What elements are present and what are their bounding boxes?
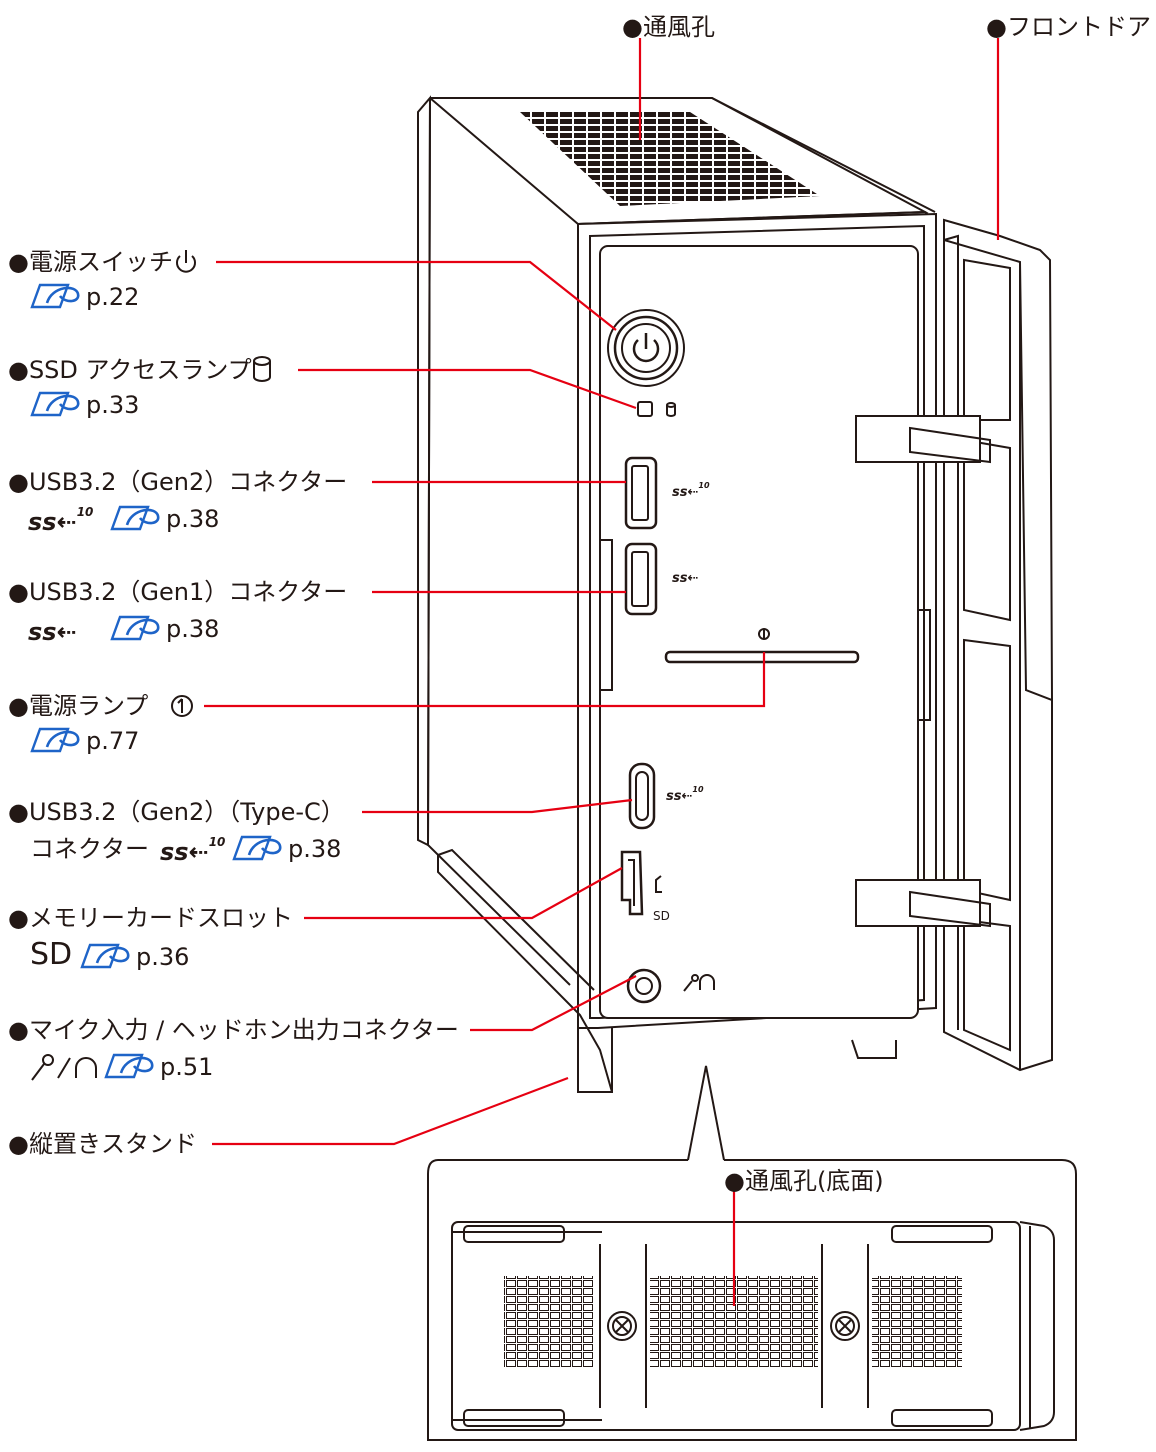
usb-typec-connector-label: コネクター xyxy=(30,835,150,863)
usb-gen1-label: ●USB3.2（Gen1）コネクター xyxy=(8,578,348,606)
top-vent xyxy=(520,112,820,206)
drive-icon xyxy=(253,356,271,382)
usb-superspeed-icon: ss⇠ xyxy=(28,618,77,646)
ssd-lamp-ref: p.33 xyxy=(86,391,140,419)
microphone-icon xyxy=(31,1054,54,1081)
usb-typec-ref: p.38 xyxy=(288,835,342,863)
power-lamp-label: ●電源ランプ xyxy=(8,692,149,720)
reference-hand-icon xyxy=(110,615,160,641)
usb-gen2-label: ●USB3.2（Gen2）コネクター xyxy=(8,468,348,496)
reference-hand-icon xyxy=(30,391,80,417)
card-slot-label: ●メモリーカードスロット xyxy=(8,904,293,932)
power-lamp-icon xyxy=(171,695,193,717)
card-slot-sd-label: SD xyxy=(30,937,73,972)
usb-superspeed-icon: ss⇠ xyxy=(672,571,698,586)
usb-gen2-ref: p.38 xyxy=(166,505,220,533)
front-door-label: ●フロントドア xyxy=(986,13,1151,41)
usb-superspeed-10-icon: ss⇠10 xyxy=(160,835,225,866)
headphone-icon xyxy=(699,974,715,990)
power-switch-ref: p.22 xyxy=(86,283,140,311)
reference-hand-icon xyxy=(110,505,160,531)
reference-hand-icon xyxy=(232,835,282,861)
reference-hand-icon xyxy=(30,283,80,309)
power-lamp-ref: p.77 xyxy=(86,727,140,755)
power-switch-label: ●電源スイッチ xyxy=(8,248,173,276)
usb-typec-label: ●USB3.2（Gen2）（Type-C） xyxy=(8,798,345,826)
headphone-icon xyxy=(57,1057,97,1079)
power-lamp-icon xyxy=(758,628,770,640)
usb-gen1-ref: p.38 xyxy=(166,615,220,643)
reference-hand-icon xyxy=(30,727,80,753)
pc-tower xyxy=(417,95,1054,1093)
leader-lines xyxy=(204,38,1000,1306)
mic-headphone-ref: p.51 xyxy=(160,1053,214,1081)
vent-bottom-label: ●通風孔(底面) xyxy=(724,1167,884,1195)
ssd-lamp-label: ●SSD アクセスランプ xyxy=(8,356,252,384)
microphone-icon xyxy=(683,974,699,992)
screw-icon xyxy=(830,1311,860,1341)
screw-icon xyxy=(607,1311,637,1341)
bottom-view xyxy=(427,1065,1077,1441)
vent-top-label: ●通風孔 xyxy=(622,13,715,41)
mic-headphone-label: ●マイク入力 / ヘッドホン出力コネクター xyxy=(8,1016,459,1044)
usb-superspeed-10-icon: ss⇠10 xyxy=(28,505,93,536)
power-icon xyxy=(176,250,196,273)
card-slot-ref: p.36 xyxy=(136,943,190,971)
reference-hand-icon xyxy=(80,943,130,969)
sd-slot-label: SD xyxy=(653,909,670,923)
reference-hand-icon xyxy=(104,1053,154,1079)
stand-label: ●縦置きスタンド xyxy=(8,1130,197,1158)
drive-icon xyxy=(666,402,676,417)
